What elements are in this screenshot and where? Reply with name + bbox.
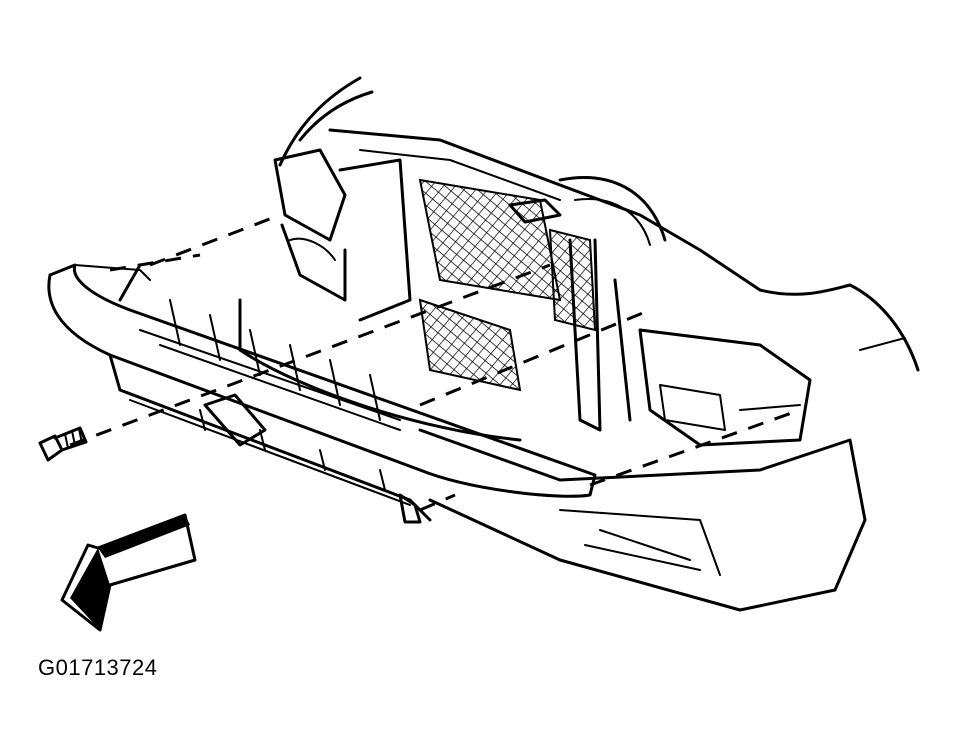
front-direction-arrow-icon: [60, 513, 197, 632]
fan-shroud: [558, 176, 667, 246]
front-bumper-bar: [47, 263, 597, 524]
radiator-support: [508, 198, 632, 432]
right-headlamp: [638, 328, 812, 447]
figure-id-label: G01713724: [38, 655, 158, 680]
radiator-grille: [418, 178, 597, 392]
hood-outline: [278, 76, 920, 372]
left-headlamp: [273, 148, 412, 322]
bolt-icon: [38, 426, 88, 462]
alignment-lines: [69, 213, 801, 512]
